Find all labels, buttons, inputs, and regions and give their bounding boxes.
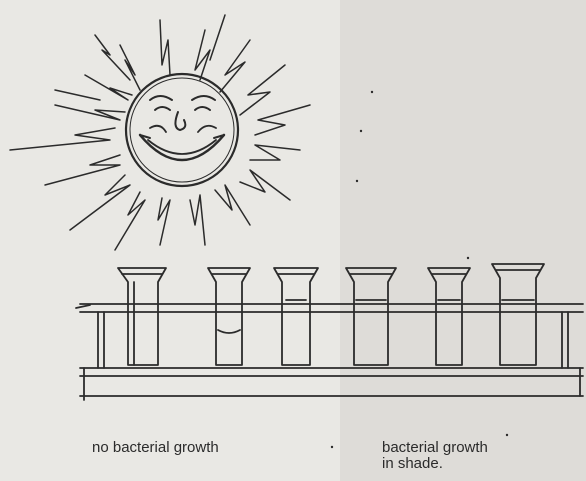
- shade-caption: bacterial growth in shade.: [382, 440, 488, 472]
- tube-rack-icon: [76, 304, 583, 400]
- shade-caption-line-1: bacterial growth: [382, 440, 488, 456]
- shade-caption-line-2: in shade.: [382, 456, 488, 472]
- specks: [331, 91, 508, 448]
- test-tube-icon: [118, 264, 544, 365]
- sun-icon: [10, 15, 310, 250]
- sun-rays: [10, 15, 310, 250]
- sunlit-caption: no bacterial growth: [92, 440, 219, 456]
